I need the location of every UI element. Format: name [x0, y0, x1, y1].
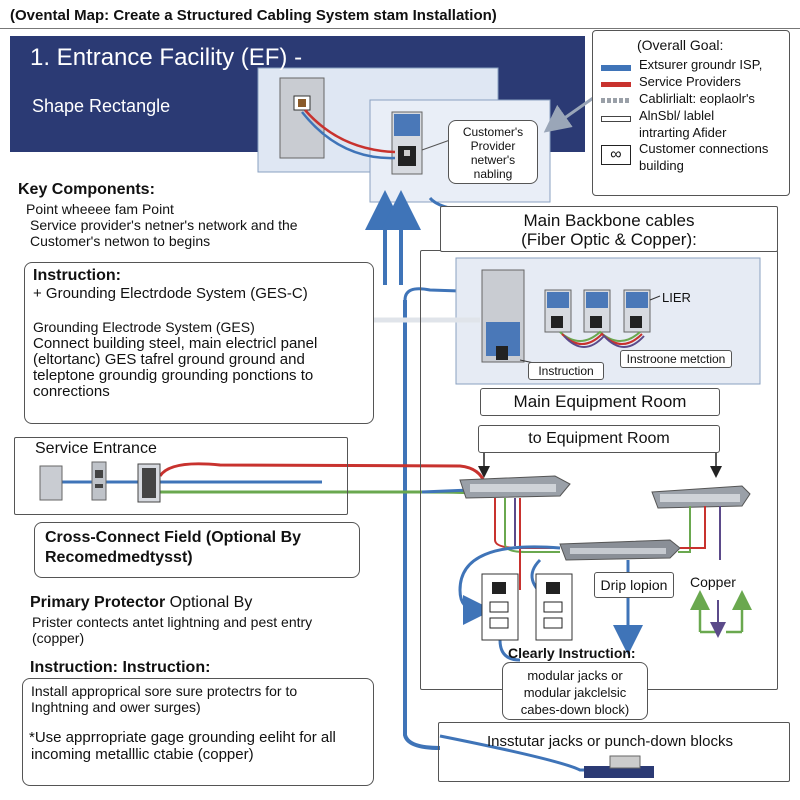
drip-lopion-label: Drip lopion [594, 572, 674, 598]
instruction-2-title: Instruction: Instruction: [30, 659, 211, 676]
instruction-1-line-0: Grounding Electrode System (GES) [33, 319, 255, 335]
cross-connect-line-1: Recomedmedtysst) [45, 549, 193, 566]
legend-item-2: Cablirlialt: eoplaolr's [639, 91, 755, 106]
legend-item-1: Service Providers [639, 74, 741, 89]
instruction-1-title: Instruction: [33, 267, 121, 284]
clearly-instruction-line-2: cabes-down block) [520, 702, 630, 717]
bottom-box: Insstutar jacks or punch-down blocks [438, 722, 790, 782]
primary-protector-line-0: Prister contects antet lightning and pes… [32, 614, 313, 630]
backbone-instruction-label: Instruction [528, 362, 604, 380]
jack-plate-1 [481, 573, 519, 641]
cross-connect-line-0: Cross-Connect Field (Optional By [45, 529, 302, 546]
legend-item-4: intrarting Afider [639, 125, 727, 140]
primary-protector-bold: Primary Protector [30, 594, 166, 611]
cross-connect-box: Cross-Connect Field (Optional By Recomed… [34, 522, 360, 578]
clearly-instruction-box: modular jacks or modular jakclelsic cabe… [502, 662, 648, 720]
instruction-box-2: Install approprical sore sure protectrs … [22, 678, 374, 786]
instruction-1-line-1: Connect building steel, main electricl p… [33, 335, 318, 352]
backbone-title-box: Main Backbone cables (Fiber Optic & Copp… [440, 206, 778, 252]
key-components-line-2: Customer's netwon to begins [30, 233, 211, 249]
backbone-line-1: (Fiber Optic & Copper): [521, 230, 697, 249]
service-entrance-devices [39, 461, 161, 503]
switch-right [651, 485, 751, 509]
key-components-title: Key Components: [18, 181, 155, 198]
page-title: (Ovental Map: Create a Structured Cablin… [10, 7, 497, 24]
service-entrance-box: Service Entrance [14, 437, 348, 515]
instruction-1-line-4: conrections [33, 383, 110, 400]
backbone-lier: LIER [662, 290, 691, 305]
jack-plate-2 [535, 573, 573, 641]
instruction-2-line-b1: incoming metalllic ctabie (copper) [31, 746, 254, 763]
bottom-box-text: Insstutar jacks or punch-down blocks [487, 733, 733, 750]
ef-title: 1. Entrance Facility (EF) - [30, 44, 303, 71]
instruction-1-line-2: (eltortanc) GES tafrel ground ground and [33, 351, 305, 368]
title-underline [0, 28, 800, 29]
key-components-line-0: Point wheeee fam Point [26, 201, 174, 217]
legend-swatch-white [601, 116, 631, 122]
primary-protector-title: Primary Protector Optional By [30, 594, 252, 612]
instruction-2-line-b0: *Use apprropriate gage grounding eeliht … [29, 729, 336, 746]
legend-item-6: building [639, 158, 684, 173]
instruction-box-1: Instruction: + Grounding Electrdode Syst… [24, 262, 374, 424]
ef-cabinet [279, 77, 325, 159]
key-components-line-1: Service provider's netner's network and … [30, 217, 298, 233]
patch-panel [559, 539, 681, 561]
legend-item-5: Customer connections [639, 141, 769, 156]
to-equipment-room-box: to Equipment Room [478, 425, 720, 453]
infinity-icon: ∞ [601, 145, 631, 165]
ef-subtitle: Shape Rectangle [32, 96, 171, 116]
primary-protector-rest: Optional By [165, 594, 253, 611]
instruction-2-line-a1: Inghtning and ower surges) [31, 699, 201, 715]
legend-item-0: Extsurer groundr ISP, [639, 57, 763, 72]
ef-callout: Customer's Provider netwer's nabling [448, 120, 538, 184]
punch-down-block [584, 766, 654, 778]
legend: (Overall Goal: Extsurer groundr ISP, Ser… [592, 30, 790, 196]
legend-title: (Overall Goal: [637, 37, 724, 53]
clearly-instruction-title: Clearly Instruction: [508, 645, 636, 661]
service-entrance-title: Service Entrance [35, 440, 157, 457]
switch-left [459, 475, 571, 499]
backbone-outer [420, 250, 778, 690]
legend-swatch-red [601, 82, 631, 87]
instruction-2-line-a0: Install approprical sore sure protectrs … [31, 683, 298, 699]
instruction-1-line-3: teleptone groundig grounding ponctions t… [33, 367, 314, 384]
legend-swatch-chain [601, 98, 631, 103]
backbone-line-0: Main Backbone cables [523, 211, 695, 230]
legend-swatch-blue [601, 65, 631, 71]
instruction-1-line1: + Grounding Electrdode System (GES-C) [33, 285, 308, 302]
clearly-instruction-line-1: modular jakclelsic [523, 685, 627, 700]
clearly-instruction-line-0: modular jacks or [527, 668, 623, 683]
primary-protector-line-1: (copper) [32, 630, 85, 646]
backbone-interconnect-label: Instroone metction [620, 350, 732, 368]
copper-label: Copper [690, 574, 736, 590]
main-equipment-room-box: Main Equipment Room [480, 388, 720, 416]
backbone-devices [544, 289, 651, 333]
legend-item-3: AlnSbl/ lablel [639, 108, 715, 123]
